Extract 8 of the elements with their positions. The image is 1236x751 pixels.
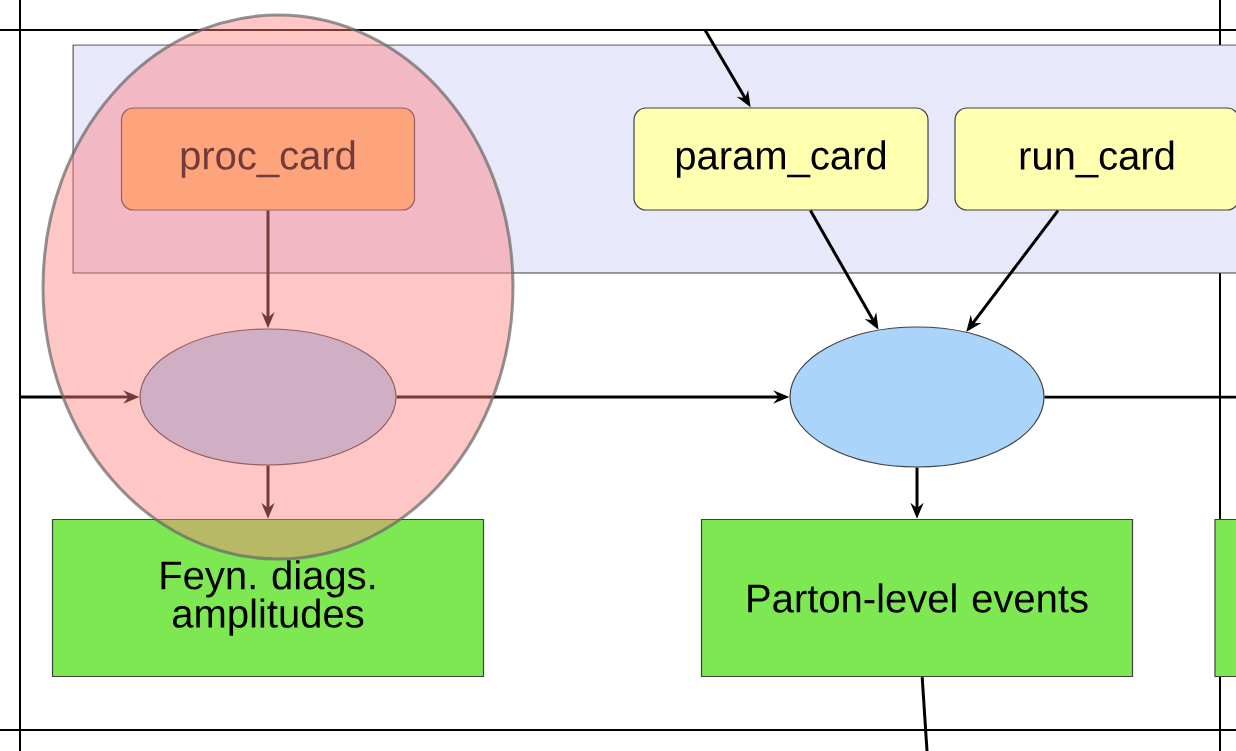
output-box: Parton-level events (700, 518, 1134, 678)
output-box (1214, 518, 1236, 678)
file-box: param_card (633, 107, 929, 211)
output-box: Feyn. diags. amplitudes (51, 518, 485, 678)
process-ellipse (139, 328, 397, 466)
file-box: run_card (954, 107, 1236, 211)
file-box: proc_card (120, 107, 416, 211)
process-ellipse (789, 326, 1045, 468)
